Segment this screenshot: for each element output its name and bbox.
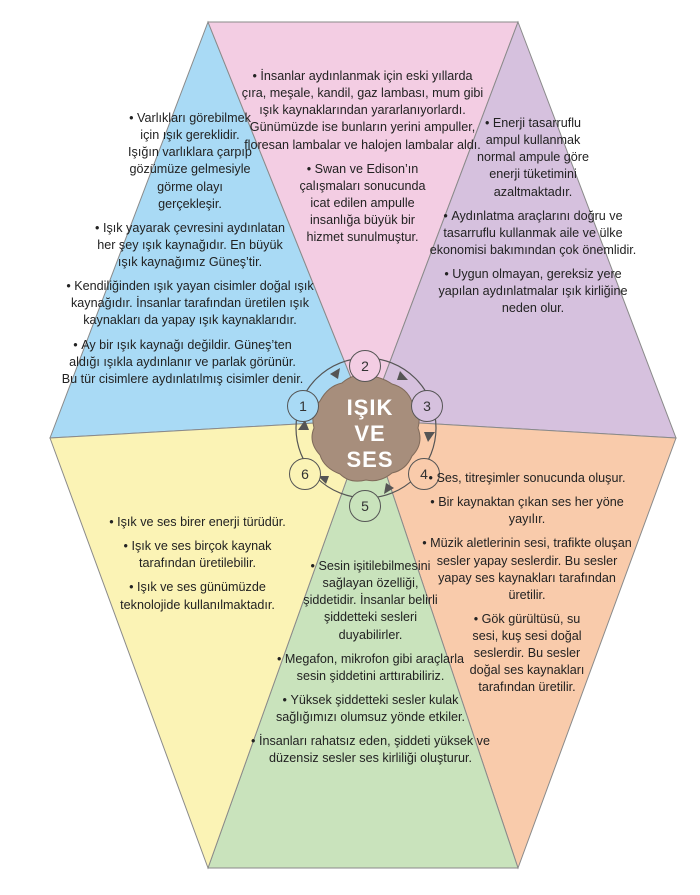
- list-item: Uygun olmayan, gereksiz yere yapılan ayd…: [418, 266, 643, 317]
- section-5-text: Sesin işitilebilmesini sağlayan özelliği…: [238, 558, 503, 774]
- list-item: Ay bir ışık kaynağı değildir. Güneş’ten …: [60, 337, 320, 388]
- list-item: Swan ve Edison’ın çalışmaları sonucunda …: [240, 161, 485, 247]
- cycle-arrows: [298, 368, 435, 494]
- list-item: İnsanları rahatsız eden, şiddeti yüksek …: [238, 733, 503, 767]
- list-item: Yüksek şiddetteki sesler kulak sağlığımı…: [238, 692, 503, 726]
- center-title: IŞIK VE SES: [320, 395, 420, 473]
- list-item: Işık ve ses birer enerji türüdür.: [105, 514, 290, 531]
- section-number-5: 5: [349, 490, 381, 522]
- section-6-text: Işık ve ses birer enerji türüdür. Işık v…: [105, 514, 290, 621]
- center-title-line: IŞIK: [346, 395, 394, 420]
- list-item: Bir kaynaktan çıkan ses her yöne yayılır…: [422, 494, 632, 528]
- arrow-icon: [424, 432, 435, 442]
- arrow-icon: [330, 368, 340, 379]
- center-title-line: SES: [346, 447, 394, 472]
- section-number-3: 3: [411, 390, 443, 422]
- arrow-icon: [397, 371, 408, 380]
- list-item: Sesin işitilebilmesini sağlayan özelliği…: [238, 558, 503, 644]
- center-title-line: VE: [354, 421, 386, 446]
- list-item: Varlıkları görebilmek için ışık gereklid…: [60, 110, 320, 213]
- section-number-6: 6: [289, 458, 321, 490]
- list-item: Enerji tasarruflu ampul kullanmak normal…: [418, 115, 643, 201]
- section-number-2: 2: [349, 350, 381, 382]
- section-2-text: İnsanlar aydınlanmak için eski yıllarda …: [240, 68, 485, 253]
- list-item: Işık ve ses günümüzde teknolojide kullan…: [105, 579, 290, 613]
- list-item: Kendiliğinden ışık yayan cisimler doğal …: [60, 278, 320, 329]
- arrow-icon: [298, 420, 309, 430]
- list-item: Ses, titreşimler sonucunda oluşur.: [422, 470, 632, 487]
- section-6-background: [49, 419, 369, 870]
- list-item: İnsanlar aydınlanmak için eski yıllarda …: [240, 68, 485, 154]
- arrow-icon: [318, 476, 329, 484]
- section-number-1: 1: [287, 390, 319, 422]
- list-item: Aydınlatma araçlarını doğru ve tasarrufl…: [418, 208, 643, 259]
- arrow-icon: [384, 483, 394, 494]
- list-item: Megafon, mikrofon gibi araçlarla sesin ş…: [238, 651, 503, 685]
- section-1-text: Varlıkları görebilmek için ışık gereklid…: [60, 110, 320, 395]
- section-3-text: Enerji tasarruflu ampul kullanmak normal…: [418, 115, 643, 324]
- list-item: Işık ve ses birçok kaynak tarafından üre…: [105, 538, 290, 572]
